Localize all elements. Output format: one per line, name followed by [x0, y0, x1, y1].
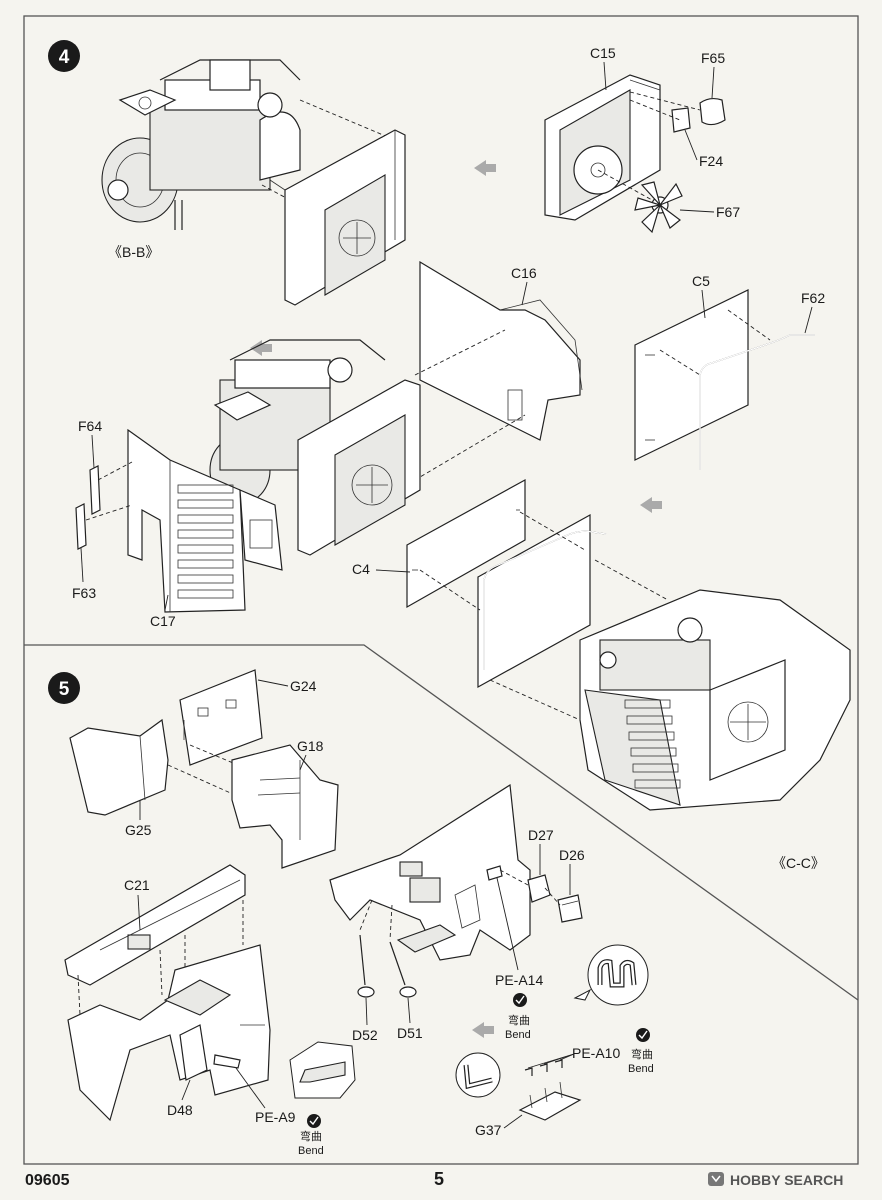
- part-c21: [64, 864, 246, 986]
- label-pe-a10: PE-A10: [572, 1045, 620, 1061]
- part-c15-panel: [544, 74, 661, 221]
- watermark-text: HOBBY SEARCH: [730, 1172, 843, 1188]
- part-f65: [699, 97, 726, 126]
- bend-instruction-icon: [636, 1028, 650, 1042]
- label-pe-a14: PE-A14: [495, 972, 543, 988]
- bend-note-pe-a10-en: Bend: [628, 1063, 654, 1075]
- pe-a9-bend-callout: [289, 1041, 356, 1099]
- page-frame: [23, 15, 859, 1165]
- label-f63: F63: [72, 585, 96, 601]
- label-f24: F24: [699, 153, 723, 169]
- part-f64: [89, 465, 101, 515]
- direction-arrow-icon: [474, 160, 496, 176]
- step-5-badge: 5: [48, 672, 80, 704]
- part-g37: [518, 1081, 582, 1121]
- part-c17-side-panel: [127, 428, 283, 613]
- part-pe-a10: [524, 1059, 563, 1076]
- label-f64: F64: [78, 418, 102, 434]
- part-f24: [671, 107, 691, 133]
- radiator-frame-top: [284, 129, 406, 306]
- part-c5-f62-subassembly: [477, 513, 607, 689]
- engine-assembly-middle: [209, 339, 421, 556]
- part-g25: [69, 718, 169, 816]
- hull-floor-assembly-center: [329, 783, 531, 961]
- part-d52-pedal: [357, 934, 375, 998]
- label-g37: G37: [475, 1122, 502, 1138]
- direction-arrow-icon: [640, 497, 662, 513]
- direction-arrow-icon: [250, 340, 272, 356]
- bend-instruction-icon: [307, 1114, 321, 1128]
- label-c16: C16: [511, 265, 537, 281]
- bend-note-pe-a14-en: Bend: [505, 1029, 531, 1041]
- label-c21: C21: [124, 877, 150, 893]
- label-c17: C17: [150, 613, 176, 629]
- label-c5: C5: [692, 273, 710, 289]
- label-d52: D52: [352, 1027, 378, 1043]
- label-g18: G18: [297, 738, 324, 754]
- label-f65: F65: [701, 50, 725, 66]
- part-pe-a9: [213, 1054, 241, 1069]
- label-g25: G25: [125, 822, 152, 838]
- page-number: 5: [434, 1169, 444, 1189]
- label-d26: D26: [559, 847, 585, 863]
- part-c5-panel: [634, 289, 749, 461]
- engine-assembly-top: [101, 59, 301, 230]
- hobby-search-logo-icon: [708, 1172, 724, 1186]
- label-c15: C15: [590, 45, 616, 61]
- view-ref-c: 《C-C》: [772, 855, 825, 871]
- bend-note-pe-a10-cn: 弯曲: [631, 1047, 653, 1061]
- pe-a10-bend-callout: [455, 1052, 501, 1098]
- pe-a14-bend-callout: [573, 944, 649, 1006]
- part-g18: [231, 744, 339, 869]
- label-d27: D27: [528, 827, 554, 843]
- kit-code: 09605: [25, 1172, 70, 1189]
- part-c16-panel: [419, 260, 583, 441]
- label-f62: F62: [801, 290, 825, 306]
- step-4-badge: 4: [48, 40, 80, 72]
- step-divider: [24, 644, 859, 1001]
- part-d27: [527, 874, 551, 903]
- engine-compartment-assembled: [579, 589, 851, 811]
- bend-note-pe-a9-cn: 弯曲: [300, 1129, 322, 1143]
- label-f67: F67: [716, 204, 740, 220]
- part-d26: [557, 894, 583, 923]
- svg-text:5: 5: [59, 679, 70, 700]
- part-c4-panel: [406, 478, 526, 609]
- bend-instruction-icon: [513, 993, 527, 1007]
- part-f62-pipe: [699, 334, 815, 470]
- part-pe-a14: [486, 865, 503, 881]
- label-c4: C4: [352, 561, 370, 577]
- label-g24: G24: [290, 678, 317, 694]
- direction-arrow-icon: [472, 1022, 494, 1038]
- part-g24: [179, 669, 263, 766]
- part-f63: [75, 503, 87, 550]
- part-d48: [179, 1024, 208, 1081]
- label-pe-a9: PE-A9: [255, 1109, 296, 1125]
- part-f67-fan: [634, 181, 683, 234]
- bend-note-pe-a14-cn: 弯曲: [508, 1013, 530, 1027]
- label-d48: D48: [167, 1102, 193, 1118]
- part-d51-pedal: [389, 941, 417, 998]
- hull-floor-assembly-left: [67, 944, 271, 1122]
- svg-text:4: 4: [59, 47, 70, 68]
- bend-note-pe-a9-en: Bend: [298, 1145, 324, 1157]
- label-d51: D51: [397, 1025, 423, 1041]
- view-ref-b: 《B-B》: [108, 244, 159, 260]
